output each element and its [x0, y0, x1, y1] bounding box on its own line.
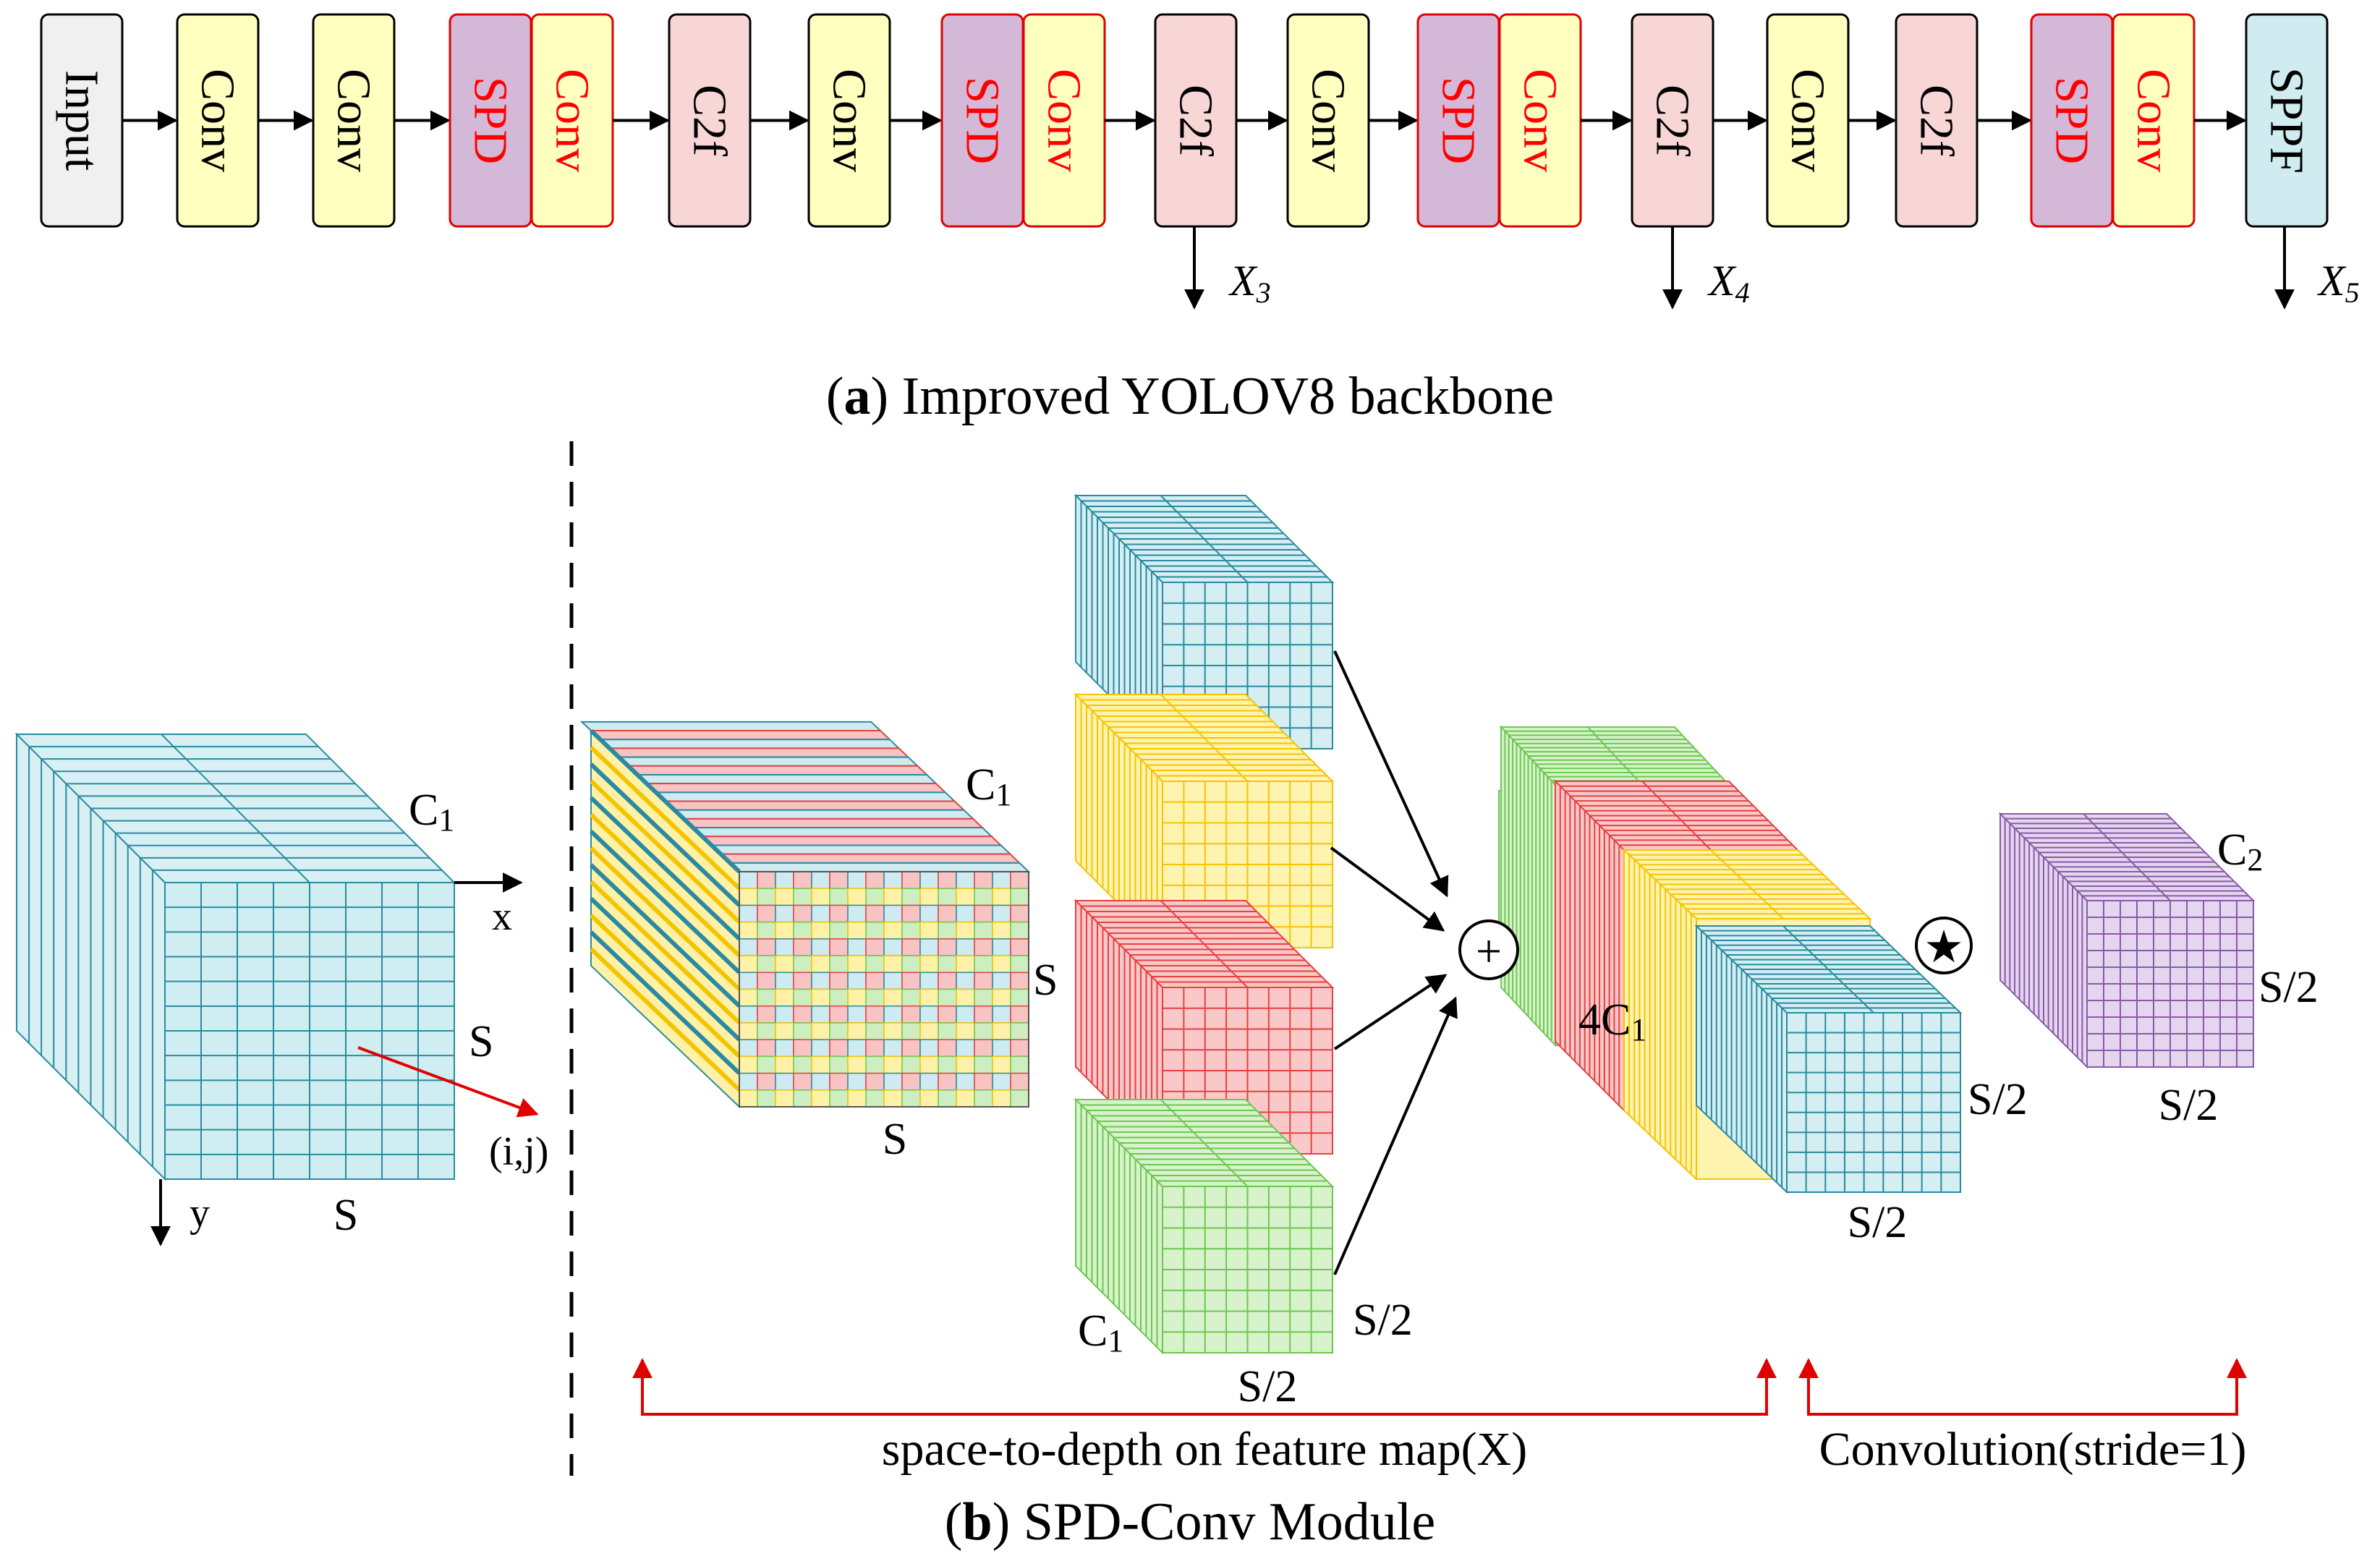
sub-map-channel-label: C1	[1078, 1306, 1123, 1359]
conv-bracket-label: Convolution(stride=1)	[1819, 1423, 2247, 1476]
concat-slab-teal	[1694, 924, 1963, 1194]
svg-text:SPD: SPD	[1432, 77, 1485, 164]
input-map-annotations: C1 S S	[883, 760, 1058, 1164]
svg-text:C2f: C2f	[1646, 85, 1699, 156]
backbone-block-c2f: C2f	[1895, 13, 1979, 228]
output-map-bottom-label: S/2	[2159, 1081, 2219, 1130]
left-cube-side-label: S	[469, 1017, 493, 1066]
svg-text:Conv: Conv	[1514, 69, 1567, 172]
svg-text:Conv: Conv	[1038, 69, 1091, 172]
backbone-block-conv: Conv	[807, 13, 891, 228]
x4-label: X4	[1707, 257, 1750, 309]
backbone-diagram: Input Conv Conv SPD Conv C2f Conv SPD Conv C2f Con…	[40, 13, 2329, 228]
svg-text:Input: Input	[56, 70, 109, 171]
sub-map-teal	[1074, 493, 1335, 751]
svg-text:Conv: Conv	[823, 69, 876, 172]
spd-input-map	[579, 721, 1031, 1109]
pixel-position-label: (i,j)	[489, 1129, 548, 1174]
backbone-block-spd: SPD	[940, 13, 1024, 228]
backbone-block-conv: Conv	[2112, 13, 2196, 228]
merge-arrow-4	[1333, 996, 1458, 1275]
svg-text:SPD: SPD	[956, 77, 1009, 164]
sub-map-annotations: C1 S/2 S/2	[1078, 1296, 1413, 1411]
input-map-bottom-label: S	[883, 1115, 907, 1164]
svg-text:Conv: Conv	[2128, 69, 2180, 172]
backbone-block-conv: Conv	[530, 13, 614, 228]
backbone-block-c2f: C2f	[1631, 13, 1714, 228]
svg-text:C2f: C2f	[1170, 85, 1223, 156]
backbone-outputs: X3 X4 X5	[1184, 226, 2360, 310]
x-axis-label: x	[492, 894, 512, 939]
svg-text:C2f: C2f	[1911, 85, 1963, 156]
svg-text:Conv: Conv	[546, 69, 599, 172]
backbone-block-spd: SPD	[1416, 13, 1500, 228]
svg-text:Conv: Conv	[192, 69, 245, 172]
backbone-block-conv: Conv	[1498, 13, 1582, 228]
spd-bracket: space-to-depth on feature map(X)	[632, 1358, 1777, 1476]
svg-text:Conv: Conv	[1782, 69, 1835, 172]
backbone-block-conv: Conv	[176, 13, 260, 228]
backbone-block-input: Input	[40, 13, 124, 228]
sub-map-side-label: S/2	[1353, 1296, 1413, 1345]
backbone-block-c2f: C2f	[1154, 13, 1238, 228]
x5-label: X5	[2317, 257, 2360, 309]
backbone-block-sppf: SPPF	[2245, 13, 2329, 228]
left-cube-channel-label: C1	[409, 786, 454, 838]
merge-arrow-2	[1330, 846, 1445, 932]
backbone-block-conv: Conv	[1286, 13, 1370, 228]
svg-text:Conv: Conv	[328, 69, 381, 172]
backbone-block-conv: Conv	[312, 13, 396, 228]
feature-map-cubes	[14, 493, 2256, 1355]
conv-bracket: Convolution(stride=1)	[1798, 1358, 2247, 1476]
sub-map-green	[1074, 1097, 1335, 1355]
backbone-block-spd: SPD	[2030, 13, 2114, 228]
merge-arrow-3	[1333, 974, 1448, 1050]
concat-map-channel-label: 4C1	[1578, 995, 1646, 1047]
left-cube-bottom-label: S	[333, 1191, 358, 1240]
output-map-side-label: S/2	[2258, 963, 2319, 1012]
x3-label: X3	[1228, 257, 1271, 309]
backbone-block-conv: Conv	[1022, 13, 1106, 228]
svg-text:SPD: SPD	[464, 77, 517, 164]
input-feature-cube	[14, 732, 456, 1181]
concat-map-bottom-label: S/2	[1848, 1198, 1908, 1247]
input-map-channel-label: C1	[966, 760, 1011, 812]
merge-arrows: +	[1330, 650, 1519, 1275]
concat-symbol-text: +	[1476, 925, 1502, 977]
y-axis-label: y	[190, 1191, 210, 1236]
convolution-symbol-text: ★	[1924, 923, 1964, 972]
backbone-block-spd: SPD	[449, 13, 532, 228]
svg-text:Conv: Conv	[1302, 69, 1355, 172]
conv-bracket-line	[1807, 1369, 2238, 1416]
caption-a: (a) Improved YOLOV8 backbone	[826, 367, 1554, 426]
sub-map-bottom-label: S/2	[1238, 1362, 1298, 1411]
output-feature-map	[1998, 812, 2256, 1069]
spd-bracket-label: space-to-depth on feature map(X)	[882, 1423, 1527, 1476]
spd-bracket-line	[641, 1369, 1768, 1416]
svg-text:SPD: SPD	[2046, 77, 2099, 164]
svg-text:SPPF: SPPF	[2261, 67, 2313, 174]
svg-text:C2f: C2f	[684, 85, 736, 156]
input-map-side-label: S	[1033, 956, 1058, 1005]
merge-arrow-1	[1333, 650, 1449, 898]
backbone-block-c2f: C2f	[668, 13, 752, 228]
output-map-annotations: C2 S/2 S/2	[2159, 825, 2319, 1130]
pixel-position-arrow	[357, 1046, 539, 1118]
caption-b: (b) SPD-Conv Module	[945, 1492, 1435, 1552]
concat-map-side-label: S/2	[1968, 1075, 2028, 1124]
output-map-channel-label: C2	[2217, 825, 2263, 877]
backbone-block-conv: Conv	[1766, 13, 1850, 228]
convolution-symbol	[1915, 917, 1973, 974]
left-cube-annotations: x y C1 S S (i,j)	[150, 786, 548, 1246]
concat-map-annotations: 4C1 S/2 S/2	[1578, 995, 2028, 1247]
concat-symbol	[1458, 919, 1519, 980]
